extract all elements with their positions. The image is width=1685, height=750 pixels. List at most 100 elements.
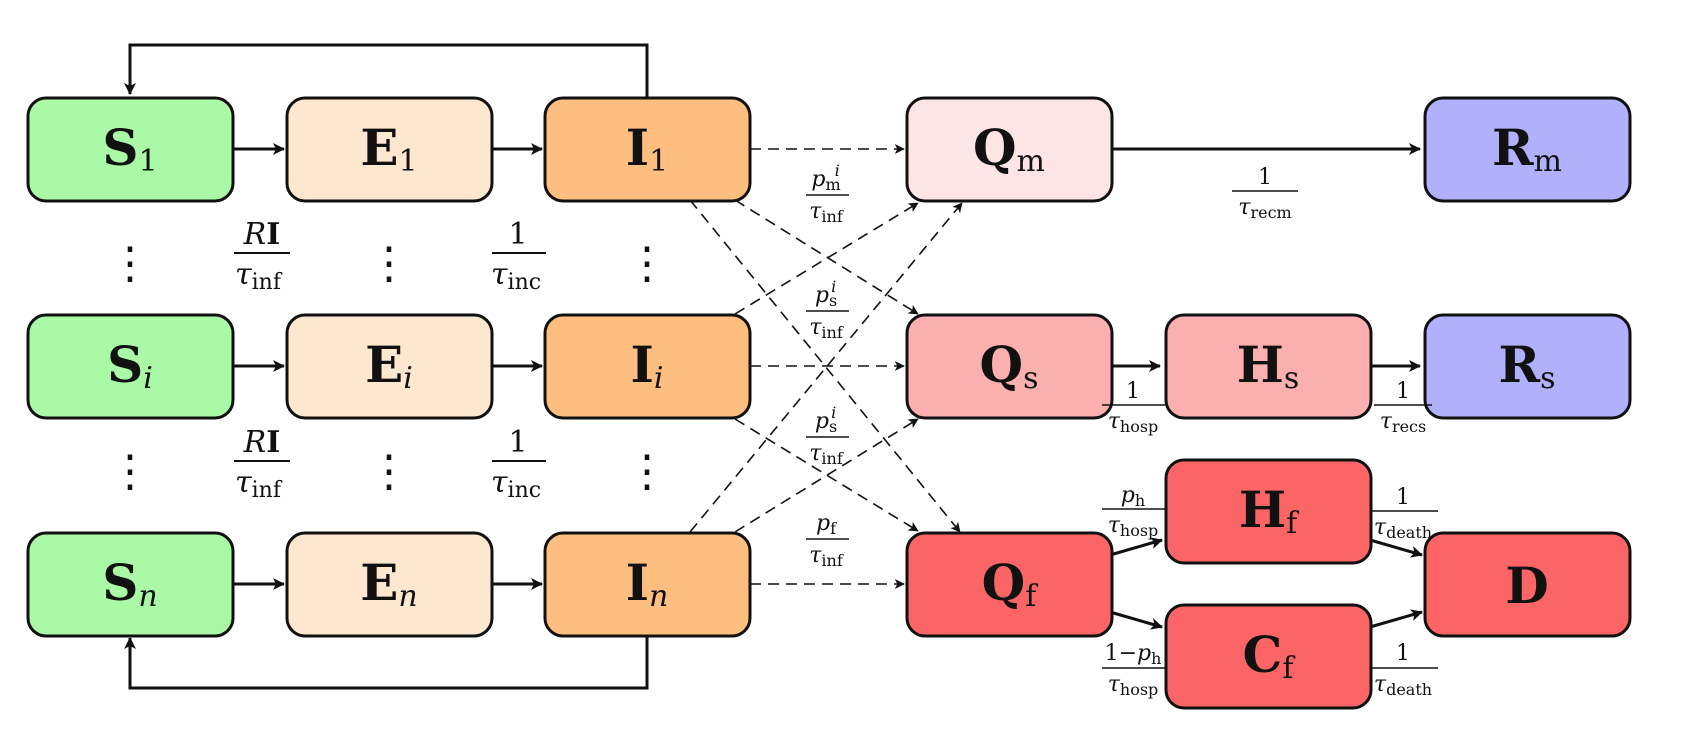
node-si-sub: i xyxy=(143,361,153,396)
node-cf: Cf xyxy=(1164,603,1373,710)
label-to-qf: pf τinf xyxy=(806,511,849,570)
node-qm-sub: m xyxy=(1017,144,1045,179)
node-in: In xyxy=(543,531,752,638)
svg-text:I1: I1 xyxy=(626,118,668,179)
frac-num: 1 xyxy=(508,217,527,252)
svg-text:τrecs: τrecs xyxy=(1380,409,1426,436)
frac-num: 1 xyxy=(1396,641,1410,666)
label-incubation-rate-lower: 1 τinc xyxy=(491,425,546,503)
vdots-s-upper: ⋮ xyxy=(108,238,152,289)
frac-num-sup: i xyxy=(831,403,836,422)
node-qf: Qf xyxy=(905,531,1114,638)
frac-num-sub: f xyxy=(830,519,837,538)
frac-num-main: p xyxy=(815,283,829,308)
edge-cf-d xyxy=(1369,609,1423,629)
label-recm: 1 τrecm xyxy=(1232,165,1298,222)
frac-num: 1 xyxy=(1258,165,1272,190)
node-qs: Qs xyxy=(905,313,1114,420)
node-ii: Ii xyxy=(543,313,752,420)
node-rs: Rs xyxy=(1423,313,1632,420)
svg-text:pf: pf xyxy=(816,511,837,538)
svg-text:pmi: pmi xyxy=(811,161,840,194)
node-si: Si xyxy=(26,313,235,420)
label-to-qs-upper: psi τinf xyxy=(806,277,849,342)
node-qs-sub: s xyxy=(1023,361,1038,396)
node-en: En xyxy=(285,531,494,638)
svg-text:En: En xyxy=(360,553,417,614)
node-rm-main: R xyxy=(1492,118,1534,177)
svg-text:S1: S1 xyxy=(102,118,157,179)
node-s1-main: S xyxy=(102,118,138,177)
frac-den-main: τ xyxy=(809,543,822,568)
node-hs-sub: s xyxy=(1284,361,1299,396)
svg-text:Cf: Cf xyxy=(1243,625,1296,686)
frac-den-sub: inf xyxy=(252,270,283,295)
svg-text:Qm: Qm xyxy=(973,118,1045,179)
frac-num-sup: i xyxy=(831,277,836,296)
vdots-i-lower: ⋮ xyxy=(625,446,669,497)
svg-text:τinf: τinf xyxy=(809,543,844,570)
svg-text:τdeath: τdeath xyxy=(1374,515,1432,542)
frac-den-main: τ xyxy=(1108,513,1121,538)
svg-text:psi: psi xyxy=(815,277,837,310)
svg-text:τdeath: τdeath xyxy=(1374,672,1432,699)
vdots-s-lower: ⋮ xyxy=(108,446,152,497)
frac-num-prefix: 1− xyxy=(1105,641,1137,666)
node-rs-main: R xyxy=(1499,335,1541,394)
node-i1-sub: 1 xyxy=(649,144,668,179)
frac-num-main: p xyxy=(815,409,829,434)
frac-num-main: R xyxy=(243,425,267,460)
rate-labels: RI τinf RI τinf 1 τinc 1 τinc pmi τinf xyxy=(234,161,1438,699)
frac-num-main: R xyxy=(243,217,267,252)
node-en-sub: n xyxy=(398,579,417,614)
node-d-main: D xyxy=(1505,556,1548,615)
node-s1: S1 xyxy=(26,96,235,203)
node-qm: Qm xyxy=(905,96,1114,203)
node-i1-main: I xyxy=(626,118,649,177)
frac-den-main: τ xyxy=(235,465,252,500)
node-ii-main: I xyxy=(631,335,654,394)
node-cf-main: C xyxy=(1243,625,1283,684)
svg-text:1−ph: 1−ph xyxy=(1105,641,1162,668)
frac-den-main: τ xyxy=(1374,672,1387,697)
node-hs-main: H xyxy=(1237,335,1284,394)
svg-text:τinf: τinf xyxy=(809,441,844,468)
node-ii-sub: i xyxy=(654,361,664,396)
node-qf-sub: f xyxy=(1025,579,1038,614)
svg-text:Sn: Sn xyxy=(102,553,157,614)
edge-qf-cf xyxy=(1109,610,1163,630)
frac-den-sub: inc xyxy=(508,478,542,503)
frac-den-sub: hosp xyxy=(1120,680,1158,699)
svg-text:In: In xyxy=(626,553,669,614)
node-d: D xyxy=(1423,531,1632,638)
frac-den-main: τ xyxy=(235,257,252,292)
node-hf-main: H xyxy=(1239,480,1286,539)
frac-den-main: τ xyxy=(1380,409,1393,434)
frac-den-sub: hosp xyxy=(1120,521,1158,540)
node-rm-sub: m xyxy=(1534,144,1562,179)
frac-den-sub: inf xyxy=(821,323,843,342)
frac-num-sub: h xyxy=(1151,649,1161,668)
frac-num-bold: I xyxy=(266,425,280,460)
node-ei-main: E xyxy=(365,335,403,394)
svg-text:τrecm: τrecm xyxy=(1238,195,1291,222)
frac-den-main: τ xyxy=(1374,515,1387,540)
svg-text:ph: ph xyxy=(1121,483,1145,510)
frac-num-main: p xyxy=(1137,641,1151,666)
frac-den-sub: inf xyxy=(252,478,283,503)
label-to-qs-lower: psi τinf xyxy=(806,403,849,468)
frac-den-sub: death xyxy=(1386,523,1432,542)
frac-den-sub: hosp xyxy=(1120,417,1158,436)
node-qs-main: Q xyxy=(980,335,1024,394)
node-hf: Hf xyxy=(1164,458,1373,565)
svg-text:Ei: Ei xyxy=(365,335,413,396)
frac-den-main: τ xyxy=(1108,409,1121,434)
label-death-h: 1 τdeath xyxy=(1370,485,1438,542)
node-s1-sub: 1 xyxy=(139,144,158,179)
frac-den-sub: recm xyxy=(1250,203,1291,222)
frac-num-main: p xyxy=(1121,483,1135,508)
svg-text:τinf: τinf xyxy=(235,465,283,503)
node-rs-sub: s xyxy=(1540,361,1555,396)
frac-den-sub: death xyxy=(1386,680,1432,699)
frac-den-main: τ xyxy=(491,257,508,292)
